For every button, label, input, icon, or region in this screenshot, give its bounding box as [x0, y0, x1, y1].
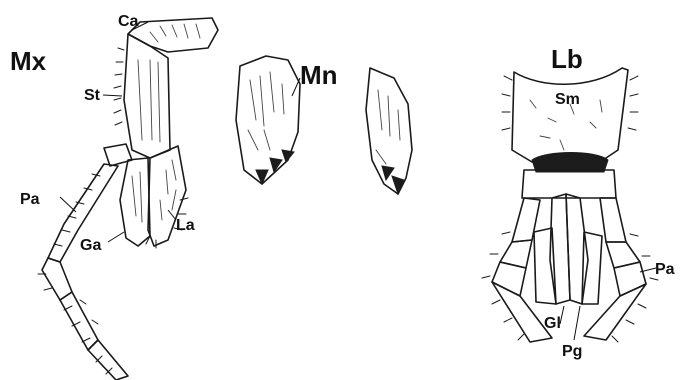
labium-label-submentum: Sm — [555, 91, 580, 108]
labium-label-palp: Pa — [655, 261, 675, 278]
labium-drawing — [482, 68, 658, 342]
labium-paraglossa — [534, 228, 556, 304]
maxilla-label-stipes: St — [84, 87, 101, 104]
maxilla-label-cardo: Ca — [118, 13, 139, 30]
maxilla-title: Mx — [10, 46, 47, 76]
labium-submentum — [512, 68, 628, 162]
maxilla-drawing — [38, 18, 218, 380]
mandible-left — [236, 56, 300, 184]
labium-palp — [600, 198, 626, 242]
labium-title: Lb — [551, 44, 583, 74]
labium-mentum — [532, 153, 608, 173]
maxilla-stipes — [124, 34, 170, 158]
labium-label-glossa: Gl — [544, 315, 561, 332]
maxilla-label-palp: Pa — [20, 191, 40, 208]
mandibles-title: Mn — [300, 60, 338, 90]
maxilla-cardo — [128, 18, 218, 52]
labium-label-paraglossa: Pg — [562, 343, 582, 360]
maxilla-label-galea: Ga — [80, 237, 101, 254]
maxilla-label-lacinia: La — [176, 217, 195, 234]
